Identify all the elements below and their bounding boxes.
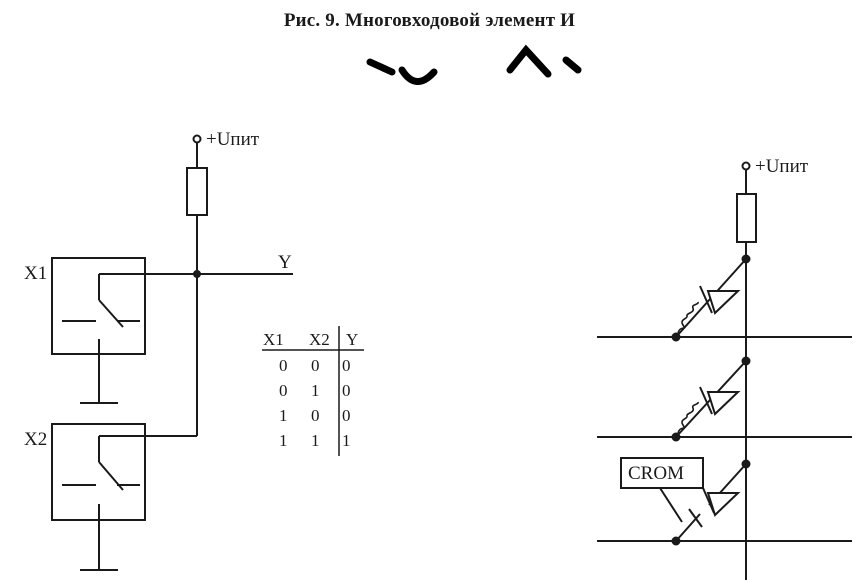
table-cell: 0: [342, 356, 351, 375]
watermark: [366, 44, 582, 85]
output-label-y: Y: [278, 252, 292, 273]
table-header-x2: X2: [309, 330, 330, 349]
table-cell: 0: [311, 356, 320, 375]
diode-icon: [706, 290, 741, 315]
table-cell: 1: [279, 431, 288, 450]
table-header-y: Y: [346, 330, 358, 349]
resistor-right: [736, 193, 757, 243]
table-cell: 0: [279, 356, 288, 375]
right-circuit: [597, 161, 852, 580]
table-cell: 1: [342, 431, 351, 450]
switch-label-x2: X2: [24, 429, 47, 450]
supply-label-right: +Uпит: [755, 156, 809, 177]
left-circuit: [51, 134, 293, 571]
fuse-icon: [677, 301, 699, 334]
table-cell: 0: [311, 406, 320, 425]
supply-terminal-left: [192, 134, 202, 144]
diode-icon: [706, 391, 741, 416]
fuse-icon: [677, 401, 699, 434]
broken-link-mark: [688, 508, 703, 528]
crom-label: CROM: [628, 463, 684, 484]
truth-table: [262, 326, 364, 456]
table-header-x1: X1: [263, 330, 284, 349]
diode-cell-2: [675, 360, 747, 438]
switch-label-x1: X1: [24, 263, 47, 284]
table-cell: 0: [279, 381, 288, 400]
diode-cell-1: [675, 258, 747, 338]
table-cell: 0: [342, 406, 351, 425]
resistor-left: [186, 167, 208, 216]
crom-box: [620, 457, 704, 489]
table-cell: 0: [342, 381, 351, 400]
diode-icon: [706, 492, 741, 517]
table-cell: 1: [311, 381, 320, 400]
table-cell: 1: [311, 431, 320, 450]
supply-label-left: +Uпит: [206, 129, 260, 150]
table-cell: 1: [279, 406, 288, 425]
diode-cell-3: [675, 463, 747, 542]
figure-title: Рис. 9. Многовходовой элемент И: [283, 10, 576, 31]
supply-terminal-right: [741, 161, 751, 171]
